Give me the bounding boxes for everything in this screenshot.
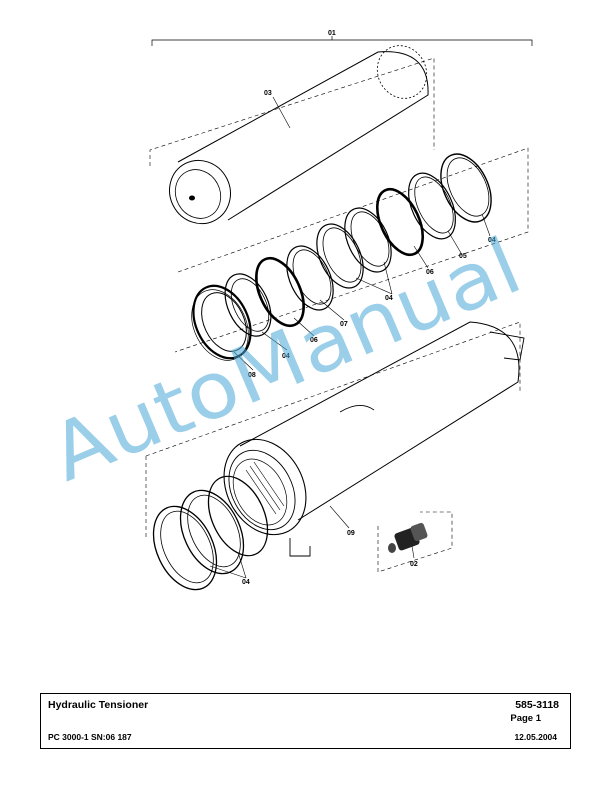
- cylinder-frame: [149, 57, 435, 166]
- callout-01: 01: [328, 30, 336, 37]
- callout-09: 09: [347, 530, 355, 537]
- document-date: 12.05.2004: [514, 732, 557, 742]
- ring-set-lower: [152, 475, 269, 591]
- callout-04: 04: [385, 295, 393, 302]
- document-title: Hydraulic Tensioner: [48, 699, 149, 711]
- cylinder-03: [169, 45, 429, 225]
- housing-frame: [145, 321, 521, 538]
- page-number: Page 1: [510, 713, 541, 724]
- callout-03: 03: [264, 90, 272, 97]
- callout-06: 06: [426, 269, 434, 276]
- housing-09: [223, 321, 525, 557]
- callout-05: 05: [459, 253, 467, 260]
- callout-06: 06: [310, 337, 318, 344]
- part-number: 585-3118: [515, 699, 559, 711]
- assembly-bracket: [151, 36, 533, 46]
- callout-04: 04: [488, 237, 496, 244]
- fitting-02: [377, 511, 453, 573]
- callout-04: 04: [242, 579, 250, 586]
- callout-07: 07: [340, 321, 348, 328]
- callout-08: 08: [248, 372, 256, 379]
- callout-02: 02: [410, 561, 418, 568]
- leader-lines: [209, 96, 491, 579]
- watermark: AutoManual: [38, 221, 533, 499]
- title-block: Hydraulic Tensioner 585-3118 Page 1 PC 3…: [40, 693, 571, 749]
- model-serial: PC 3000-1 SN:06 187: [48, 732, 132, 742]
- callout-04: 04: [282, 353, 290, 360]
